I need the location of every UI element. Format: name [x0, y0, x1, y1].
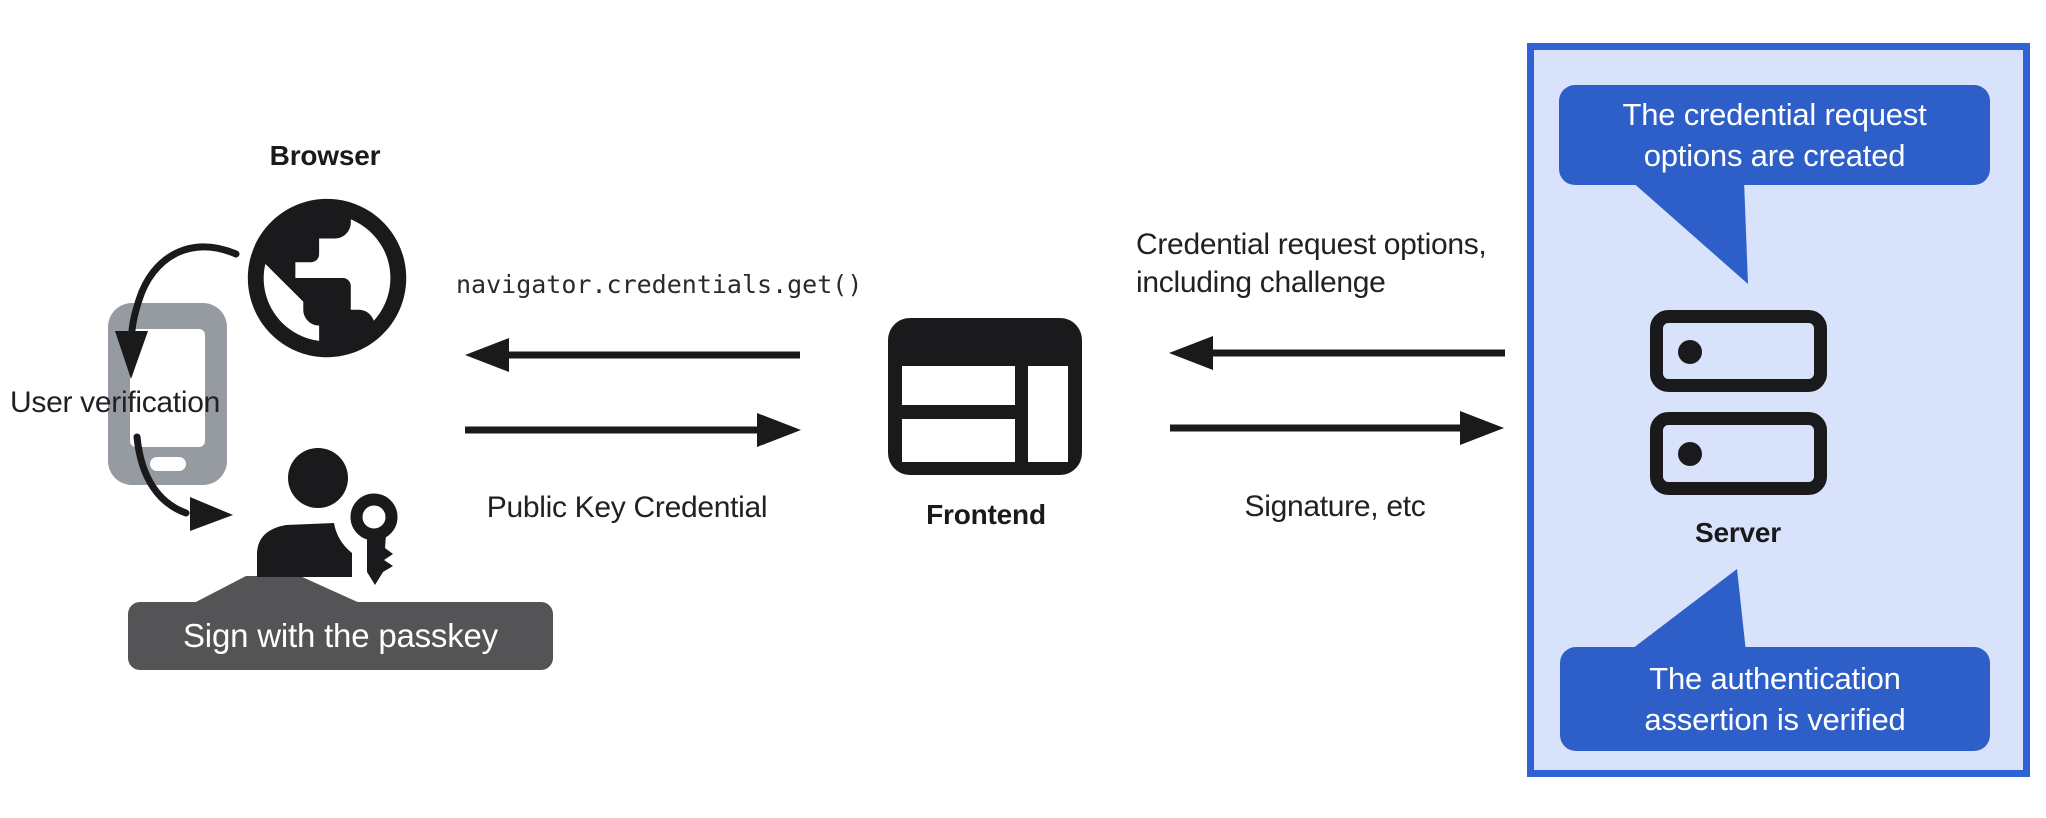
frontend-label: Frontend — [926, 499, 1046, 530]
bubble-bottom — [1560, 569, 1990, 751]
signature-label: Signature, etc — [1244, 490, 1426, 523]
bubble-bottom-label: The authentication assertion is verified — [1644, 661, 1906, 737]
server-label: Server — [1695, 517, 1781, 548]
key-icon — [350, 493, 398, 585]
arrow-browser-to-frontend — [465, 413, 801, 447]
credentials-get-code: navigator.credentials.get() — [456, 270, 863, 299]
arrow-server-to-frontend — [1169, 336, 1505, 370]
server-icon — [1650, 310, 1827, 495]
arrow-frontend-to-server — [1170, 411, 1504, 445]
browser-window-icon — [888, 318, 1082, 475]
browser-label: Browser — [269, 140, 381, 171]
tooltip-label: Sign with the passkey — [183, 617, 498, 654]
tooltip-bubble — [128, 576, 553, 670]
user-verification-label: User verification — [10, 386, 220, 419]
arrow-browser-to-phone — [115, 243, 240, 379]
arrow-frontend-to-browser — [465, 338, 800, 372]
person-icon — [257, 448, 352, 577]
globe-icon — [247, 198, 407, 358]
bubble-top-label: The credential request options are creat… — [1622, 97, 1927, 173]
public-key-credential-label: Public Key Credential — [486, 491, 768, 524]
bubble-top — [1559, 85, 1990, 284]
arrow-phone-to-person — [133, 433, 233, 531]
credential-request-options-label: Credential request options, including ch… — [1136, 228, 1487, 299]
